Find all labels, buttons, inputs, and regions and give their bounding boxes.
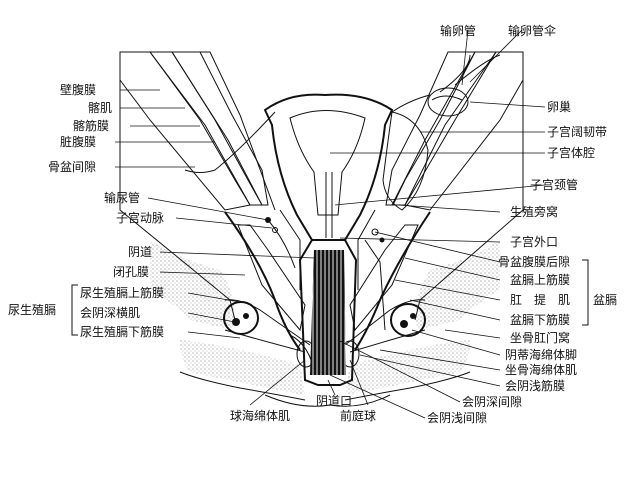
label-ug-inferior-fascia: 尿生殖膈下筋膜 xyxy=(80,324,164,339)
label-layer: 输卵管 输卵管伞 壁腹膜 髂肌 髂筋膜 脏腹膜 骨盆间隙 输尿管 子宫动脉 阴道… xyxy=(8,23,617,425)
left-pelvic-wall xyxy=(119,51,316,401)
broad-ligament-fold xyxy=(382,111,429,211)
label-pd-superior-fascia: 盆膈上筋膜 xyxy=(510,272,570,287)
label-urogenital-diaphragm: 尿生殖膈 xyxy=(8,302,56,317)
left-iliacus-muscle xyxy=(119,51,251,211)
label-levator-ani: 肛 提 肌 xyxy=(510,292,570,307)
label-clitoral-crus: 阴蒂海绵体脚 xyxy=(505,347,577,362)
right-fat-layer xyxy=(385,51,476,206)
label-uterine-cavity: 子宫体腔 xyxy=(547,145,595,160)
right-obturator-vessel xyxy=(390,303,426,337)
label-ureter: 输尿管 xyxy=(104,190,140,205)
label-pelvic-diaphragm: 盆膈 xyxy=(593,293,617,307)
label-uterine-artery: 子宫动脉 xyxy=(116,210,164,225)
label-bulbospongiosus: 球海绵体肌 xyxy=(230,408,290,423)
label-oviduct: 输卵管 xyxy=(440,23,476,38)
left-perineal-fat xyxy=(180,340,305,395)
vagina-outline xyxy=(298,239,358,386)
left-levator-ani-line xyxy=(224,211,301,351)
label-external-os: 子宫外口 xyxy=(510,234,558,249)
perineal-body-line xyxy=(264,394,391,407)
label-cervix: 子宫颈管 xyxy=(530,177,578,192)
uterine-cavity xyxy=(289,110,366,216)
label-ovary: 卵巢 xyxy=(547,100,571,114)
label-fimbria: 输卵管伞 xyxy=(508,23,556,38)
left-levator-ani-muscle xyxy=(237,224,306,332)
ovary xyxy=(427,87,469,117)
label-retroperitoneal-space: 骨盆腹膜后隙 xyxy=(498,255,570,269)
label-ug-superior-fascia: 尿生殖膈上筋膜 xyxy=(80,285,164,300)
label-pelvic-space: 骨盆间隙 xyxy=(48,160,96,174)
label-obturator-membrane: 闭孔膜 xyxy=(113,265,149,279)
label-genital-fossa: 生殖旁窝 xyxy=(510,204,558,219)
left-ureter-path xyxy=(267,219,296,269)
label-ischioanal-fossa: 坐骨肛门窝 xyxy=(510,330,570,345)
label-iliacus: 髂肌 xyxy=(88,100,112,115)
left-obturator-vessel xyxy=(223,301,259,335)
urogenital-bracket xyxy=(71,284,78,336)
left-ischioanal-fat xyxy=(150,240,235,330)
label-vestibular-bulb: 前庭球 xyxy=(340,408,376,423)
label-broad-ligament: 子宫阔韧带 xyxy=(547,124,607,139)
right-levator-ani-muscle xyxy=(349,224,419,332)
label-vaginal-orifice: 阴道口 xyxy=(316,394,352,408)
right-iliacus-muscle xyxy=(404,51,524,211)
label-visceral-peritoneum: 脏腹膜 xyxy=(60,134,96,149)
label-deep-transverse-perineal: 会阴深横肌 xyxy=(80,306,140,320)
label-pd-inferior-fascia: 盆膈下筋膜 xyxy=(510,312,570,327)
left-broad-ligament xyxy=(184,111,276,173)
label-ischiocavernosus: 坐骨海绵体肌 xyxy=(505,362,577,377)
uterus-body xyxy=(263,93,394,241)
right-levator-ani-line xyxy=(354,211,431,351)
label-iliac-fascia: 髂筋膜 xyxy=(73,118,109,133)
label-deep-perineal-space: 会阴深间隙 xyxy=(462,395,522,409)
label-vagina: 阴道 xyxy=(128,245,152,259)
label-superficial-perineal-space: 会阴浅间隙 xyxy=(427,411,487,425)
label-parietal-peritoneum: 壁腹膜 xyxy=(60,82,96,97)
pelvic-diaphragm-bracket xyxy=(582,259,589,326)
right-pelvic-wall xyxy=(340,51,524,401)
left-fat-layer xyxy=(171,51,269,206)
label-superficial-perineal-fascia: 会阴浅筋膜 xyxy=(505,378,565,393)
brackets xyxy=(71,259,589,336)
central-structures xyxy=(184,54,501,407)
leader-lines xyxy=(115,29,546,419)
